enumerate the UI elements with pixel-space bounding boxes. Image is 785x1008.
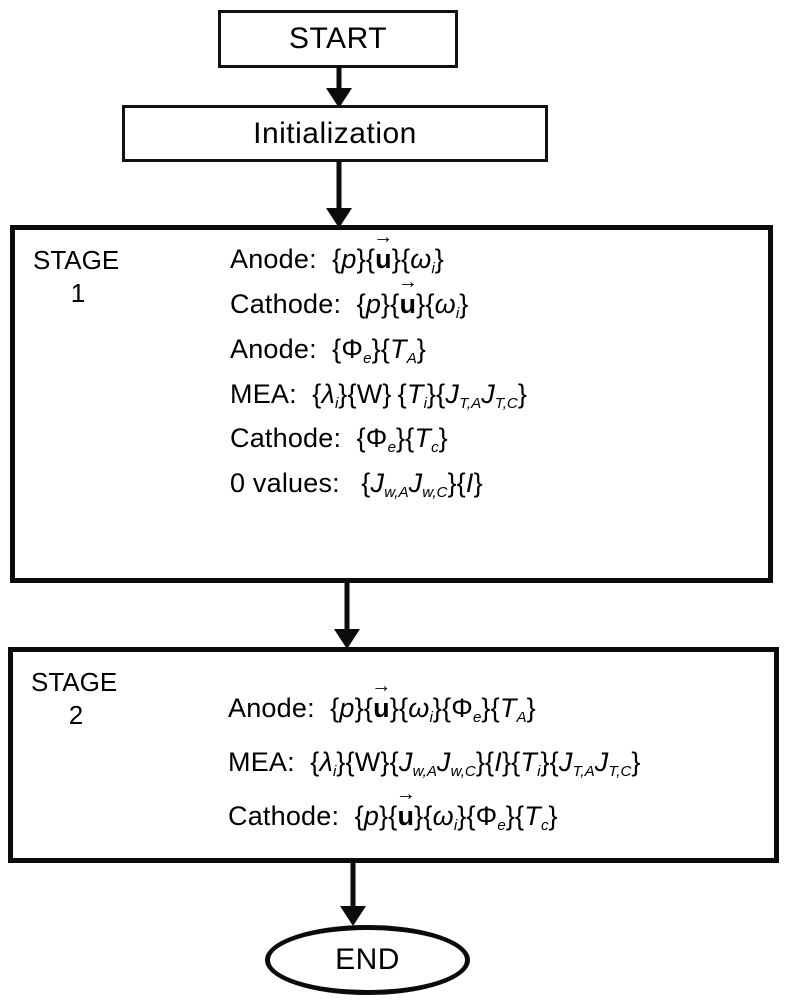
end-node[interactable]: END — [265, 925, 470, 995]
arrow-shaft — [336, 160, 342, 210]
stage-2-equation-list: Anode: {p}{u→}{ωi}{Φe}{TA} MEA: {λi}{W}{… — [228, 652, 766, 866]
arrow-head — [326, 88, 352, 108]
stage-1-line-zero-values: 0 values: {Jw,AJw,C}{I} — [230, 468, 760, 500]
stage-2-line-anode: Anode: {p}{u→}{ωi}{Φe}{TA} — [228, 675, 766, 727]
stage-1-tag-number: 1 — [70, 277, 86, 308]
initialization-node-label: Initialization — [253, 116, 417, 150]
line-expression: {λi}{W}{Jw,AJw,C}{I}{Ti}{JT,AJT,C} — [302, 747, 641, 780]
arrow-head — [340, 906, 366, 926]
arrow-stage2-to-end — [340, 861, 366, 926]
stage-1-line-anode-flow: Anode: {p}{u→}{ωi} — [230, 226, 760, 277]
stage-1-tag: STAGE 1 — [33, 244, 145, 309]
line-expression: {Φe}{TA} — [324, 333, 426, 367]
stage-2-tag-number: 2 — [68, 699, 84, 730]
line-expression: {p}{u→}{ωi}{Φe}{TA} — [322, 675, 536, 727]
stage-1-line-anode-potential: Anode: {Φe}{TA} — [230, 334, 760, 366]
stage-1-box[interactable]: STAGE 1 Anode: {p}{u→}{ωi} Cathode: {p}{… — [10, 225, 773, 583]
line-label: Cathode: — [228, 800, 340, 831]
line-label: MEA: — [228, 747, 295, 778]
end-node-label: END — [335, 943, 400, 976]
arrow-shaft — [350, 861, 356, 907]
line-label: Anode: — [230, 244, 317, 274]
arrow-start-to-initialization — [326, 66, 352, 108]
stage-2-tag: STAGE 2 — [31, 666, 143, 731]
start-node-label: START — [288, 22, 388, 55]
stage-1-line-mea: MEA: {λi}{W}{Ti}{JT,AJT,C} — [230, 379, 760, 411]
line-label: MEA: — [230, 378, 297, 409]
arrow-head — [326, 208, 352, 228]
arrow-stage1-to-stage2 — [334, 581, 360, 649]
stage-1-equation-list: Anode: {p}{u→}{ωi} Cathode: {p}{u→}{ωi} … — [230, 226, 760, 592]
arrow-shaft — [336, 66, 342, 90]
line-label: 0 values: — [230, 468, 340, 499]
stage-2-box[interactable]: STAGE 2 Anode: {p}{u→}{ωi}{Φe}{TA} MEA: … — [8, 647, 779, 863]
stage-1-line-cathode-potential: Cathode: {Φe}{Tc} — [230, 423, 760, 455]
start-node[interactable]: START — [218, 10, 458, 68]
stage-2-tag-word: STAGE — [31, 667, 118, 697]
stage-1-tag-word: STAGE — [33, 245, 120, 275]
stage-1-line-cathode-flow: Cathode: {p}{u→}{ωi} — [230, 270, 760, 322]
arrow-head — [334, 629, 360, 649]
line-label: Cathode: — [230, 423, 342, 454]
line-expression: {p}{u→}{ωi} — [324, 226, 445, 277]
line-expression: {Φe}{Tc} — [348, 423, 448, 457]
line-expression: {λi}{W}{Ti}{JT,AJT,C} — [304, 378, 528, 412]
line-expression: {p}{u→}{ωi}{Φe}{Tc} — [346, 782, 558, 834]
stage-2-line-cathode: Cathode: {p}{u→}{ωi}{Φe}{Tc} — [228, 782, 766, 834]
line-label: Anode: — [228, 693, 315, 724]
line-expression: {Jw,AJw,C}{I} — [353, 468, 483, 502]
stage-2-line-mea: MEA: {λi}{W}{Jw,AJw,C}{I}{Ti}{JT,AJT,C} — [228, 747, 766, 779]
arrow-initialization-to-stage1 — [326, 160, 352, 228]
arrow-shaft — [344, 581, 350, 629]
initialization-node[interactable]: Initialization — [122, 105, 548, 162]
line-expression: {p}{u→}{ωi} — [348, 270, 469, 322]
line-label: Cathode: — [230, 288, 342, 319]
line-label: Anode: — [230, 333, 317, 364]
